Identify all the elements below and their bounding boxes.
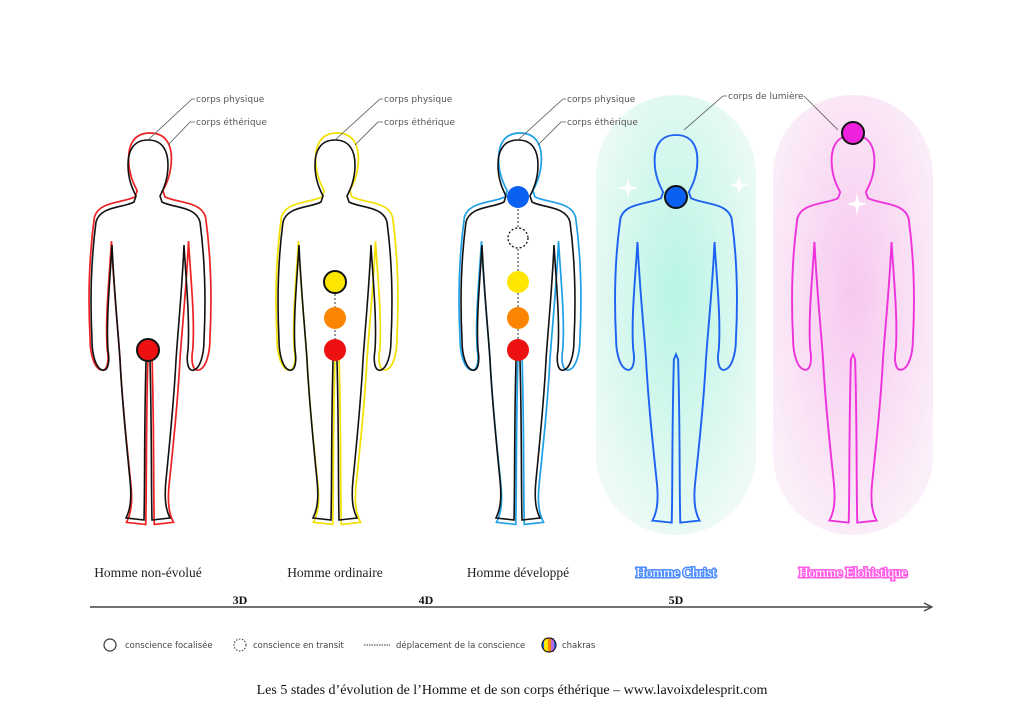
legend-focused: conscience focalisée bbox=[125, 640, 213, 651]
annotation-etheric: corps éthérique bbox=[567, 117, 638, 128]
figure-non-evolue bbox=[88, 132, 212, 526]
legend-movement: déplacement de la conscience bbox=[396, 640, 525, 651]
annotation-light-body: corps de lumière bbox=[728, 91, 804, 102]
figure-developpe bbox=[458, 132, 582, 526]
physical-body bbox=[90, 139, 206, 521]
focused-circle-icon bbox=[103, 638, 117, 652]
annotation-lines bbox=[147, 95, 839, 146]
annotation-etheric: corps éthérique bbox=[384, 117, 455, 128]
annotation-etheric: corps éthérique bbox=[196, 117, 267, 128]
arrow-right-icon bbox=[923, 602, 934, 612]
label-christ: Homme Christ bbox=[636, 565, 716, 580]
axis-tick-4d: 4D bbox=[419, 593, 434, 607]
label-ordinaire: Homme ordinaire bbox=[287, 565, 383, 580]
chakra-yellow-focused bbox=[323, 270, 347, 294]
label-non-evolue: Homme non-évolué bbox=[94, 565, 202, 580]
chakra-blue-focused bbox=[664, 185, 688, 209]
sparkle-icon bbox=[846, 193, 868, 215]
transit-circle-icon bbox=[233, 638, 247, 652]
elohistic-aura bbox=[773, 95, 933, 535]
annotation-physical: corps physique bbox=[196, 95, 265, 105]
figure-elohistique bbox=[791, 121, 915, 524]
axis-tick-3d: 3D bbox=[233, 593, 248, 607]
label-elohistique: Homme Elohistique bbox=[799, 565, 907, 580]
chakras-icon bbox=[541, 637, 557, 653]
annotation-physical: corps physique bbox=[384, 95, 453, 105]
label-developpe: Homme développé bbox=[467, 565, 569, 580]
chakra-red bbox=[324, 339, 346, 361]
christ-aura bbox=[596, 95, 756, 535]
chakra-crown-focused bbox=[841, 121, 865, 145]
diagram-title: Les 5 stades d’évolution de l’Homme et d… bbox=[257, 683, 768, 698]
legend-transit: conscience en transit bbox=[253, 641, 344, 651]
legend-chakras: chakras bbox=[562, 641, 596, 651]
figure-christ bbox=[614, 134, 749, 524]
figure-ordinaire bbox=[275, 132, 399, 526]
chakra-orange bbox=[507, 307, 529, 329]
chakra-red bbox=[507, 339, 529, 361]
chakra-blue bbox=[507, 186, 529, 208]
axis-tick-5d: 5D bbox=[669, 593, 684, 607]
chakra-root-focused bbox=[136, 338, 160, 362]
chakra-transit bbox=[507, 227, 529, 249]
chakra-orange bbox=[324, 307, 346, 329]
annotation-physical: corps physique bbox=[567, 95, 636, 105]
chakra-yellow bbox=[507, 271, 529, 293]
